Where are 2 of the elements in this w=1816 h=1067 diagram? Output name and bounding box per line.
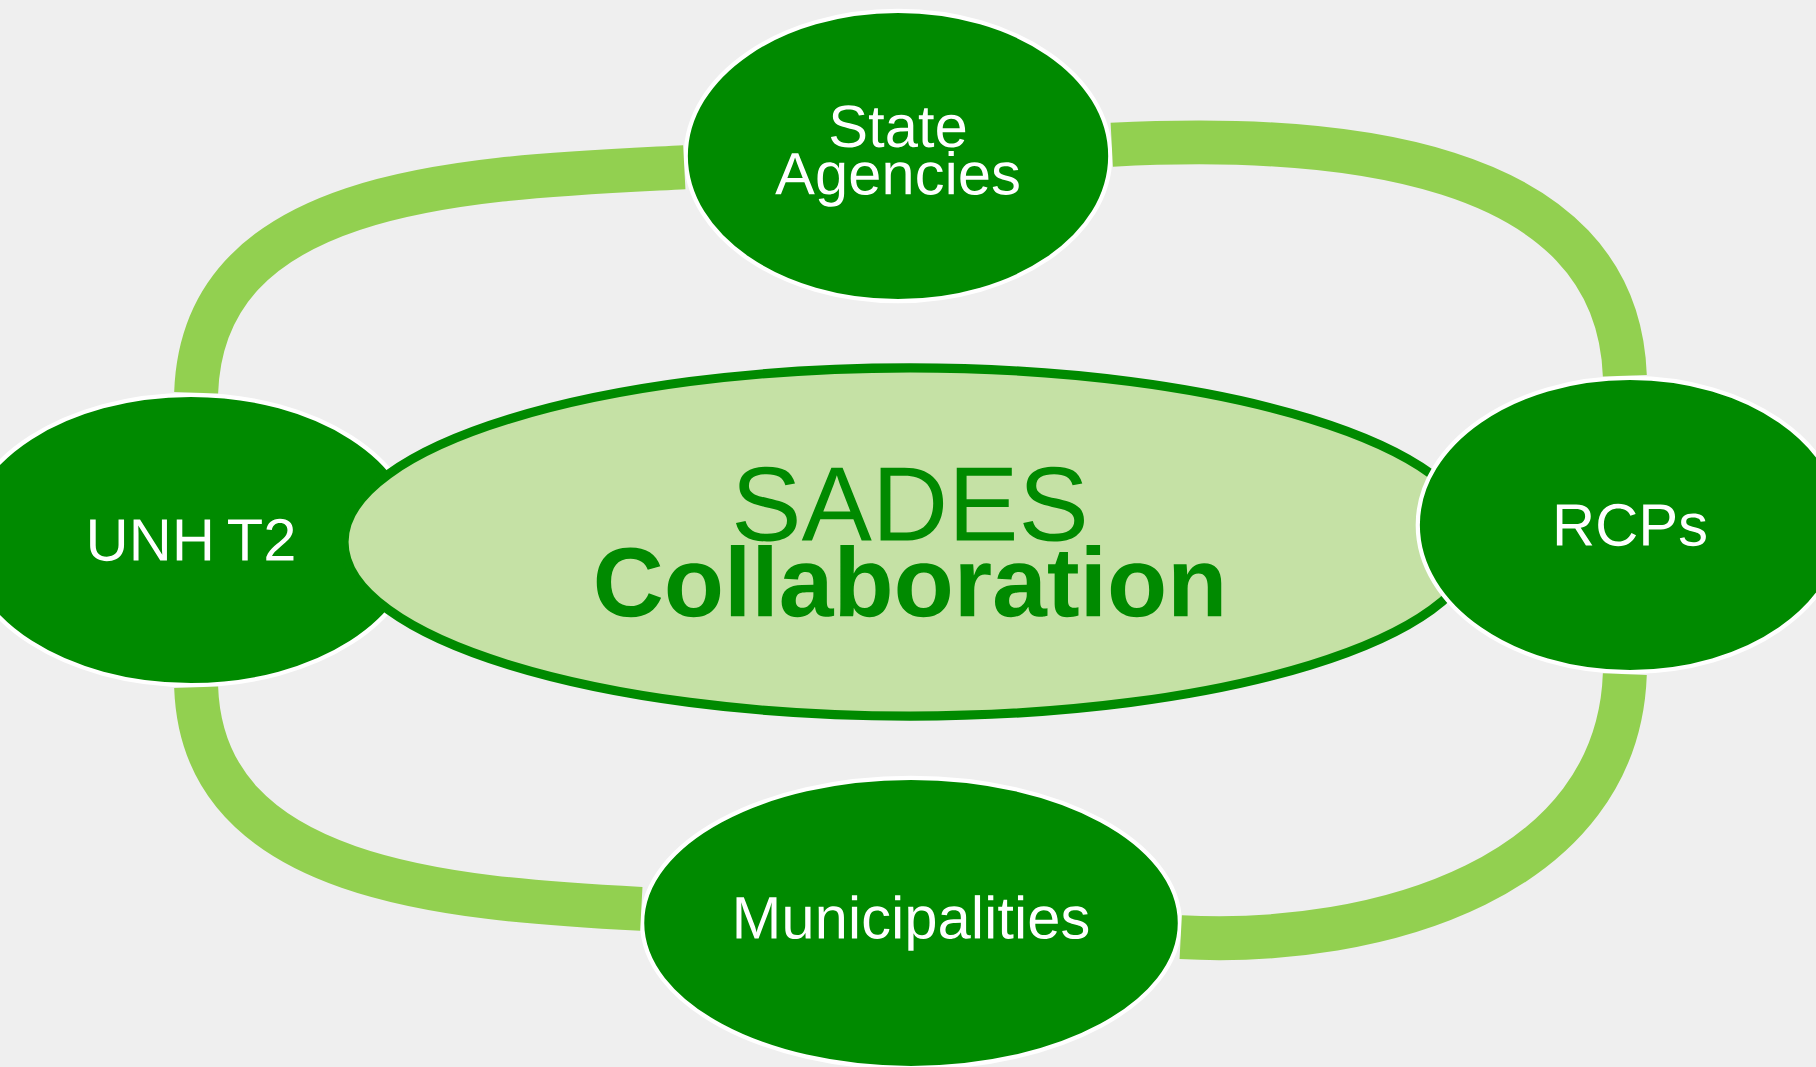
ring-arc: [174, 145, 686, 397]
ring-arc: [1110, 120, 1647, 380]
